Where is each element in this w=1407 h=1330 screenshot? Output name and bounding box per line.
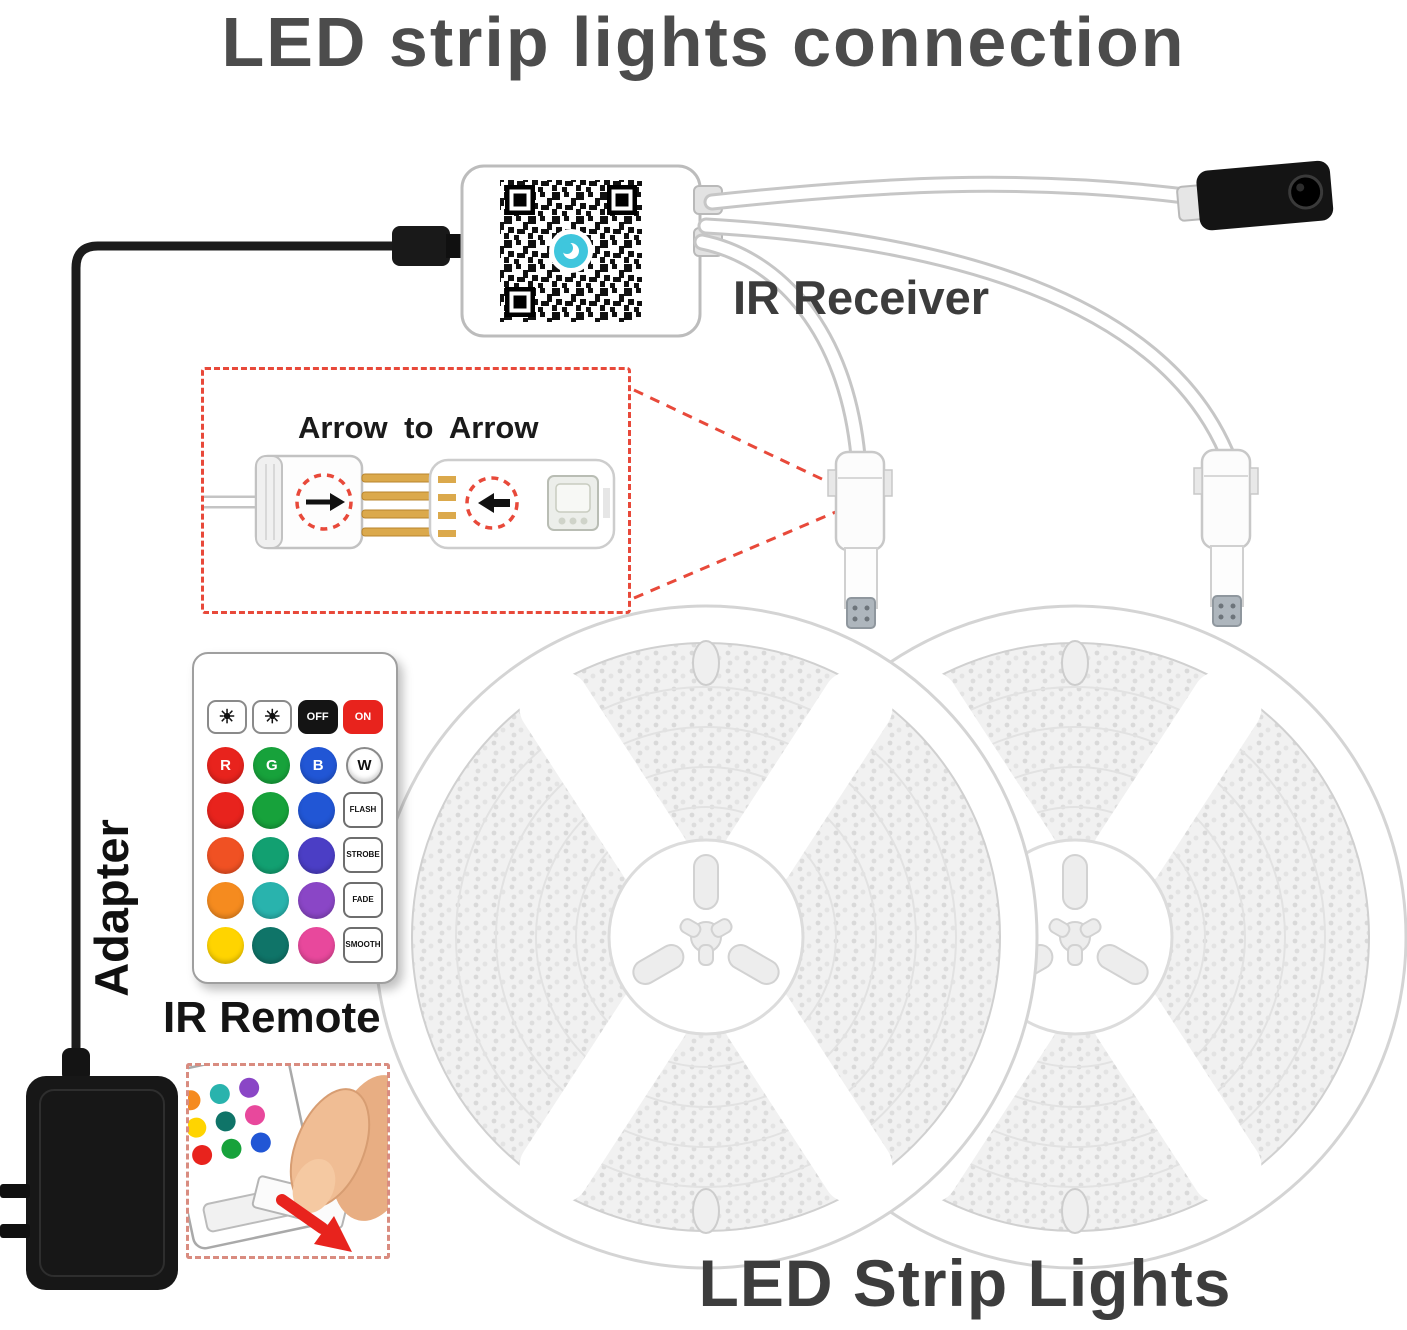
blue-button: B (299, 747, 337, 784)
ir-lens (1288, 174, 1324, 210)
battery-tab-inset-art (188, 1065, 388, 1252)
callout-leader-lines (633, 388, 846, 600)
color-button (252, 792, 290, 829)
connector-pins (361, 473, 433, 537)
connector-detail (204, 454, 616, 550)
smooth-button: SMOOTH (342, 927, 383, 963)
white-button: W (345, 747, 383, 784)
flash-button: FLASH (342, 792, 383, 828)
color-button (252, 837, 290, 874)
ir-receiver (1176, 160, 1334, 231)
arrow-to-arrow-label: Arrow to Arrow (298, 410, 539, 445)
connector-detail-box (201, 367, 631, 614)
adapter-label: Adapter (85, 819, 138, 997)
output-cables (693, 175, 1235, 465)
arrow-callout-circle-2 (465, 476, 519, 530)
connector-arrow (330, 493, 345, 511)
led-strip-lights-label: LED Strip Lights (698, 1246, 1232, 1320)
wifi-controller (460, 164, 723, 338)
page-title: LED strip lights connection (221, 3, 1186, 81)
remote-color-row-4: SMOOTH (207, 927, 383, 964)
reel-connector-right (1193, 448, 1259, 627)
brightness-down-button: ☀ (252, 700, 293, 734)
color-button (297, 792, 335, 829)
power-adapter (0, 1048, 178, 1290)
strobe-button: STROBE (342, 837, 383, 873)
color-button (207, 882, 244, 919)
red-button: R (207, 747, 244, 784)
ir-receiver-label: IR Receiver (733, 271, 990, 324)
color-button (297, 882, 335, 919)
color-button (207, 927, 244, 964)
color-button (207, 792, 244, 829)
ir-remote-control: ☀ ☀ OFF ON R G B W FLASH STROBE FADE (192, 652, 398, 984)
brightness-up-button: ☀ (207, 700, 247, 734)
dc-plug (392, 226, 466, 266)
qr-code (500, 180, 642, 322)
color-button (252, 882, 290, 919)
hand (289, 1075, 388, 1221)
color-button (252, 927, 290, 964)
color-button (207, 837, 244, 874)
on-button: ON (342, 700, 383, 734)
remote-rgbw-row: R G B W (207, 747, 383, 784)
battery-tab-inset-box (186, 1063, 390, 1259)
color-button (297, 927, 335, 964)
led-strip-reel-left (373, 604, 1039, 1270)
remote-color-row-2: STROBE (207, 837, 383, 874)
remote-power-row: ☀ ☀ OFF ON (207, 700, 383, 734)
arrow-callout-circle (295, 473, 353, 531)
pull-arrow (276, 1194, 352, 1252)
green-button: G (253, 747, 291, 784)
remote-color-row-1: FLASH (207, 792, 383, 829)
color-button (297, 837, 335, 874)
ir-remote-label: IR Remote (163, 993, 381, 1042)
reel-connector-left (827, 450, 893, 629)
off-button: OFF (297, 700, 338, 734)
fade-button: FADE (342, 882, 383, 918)
power-wire (71, 241, 399, 1061)
strip-arrow (478, 493, 494, 513)
remote-color-row-3: FADE (207, 882, 383, 919)
